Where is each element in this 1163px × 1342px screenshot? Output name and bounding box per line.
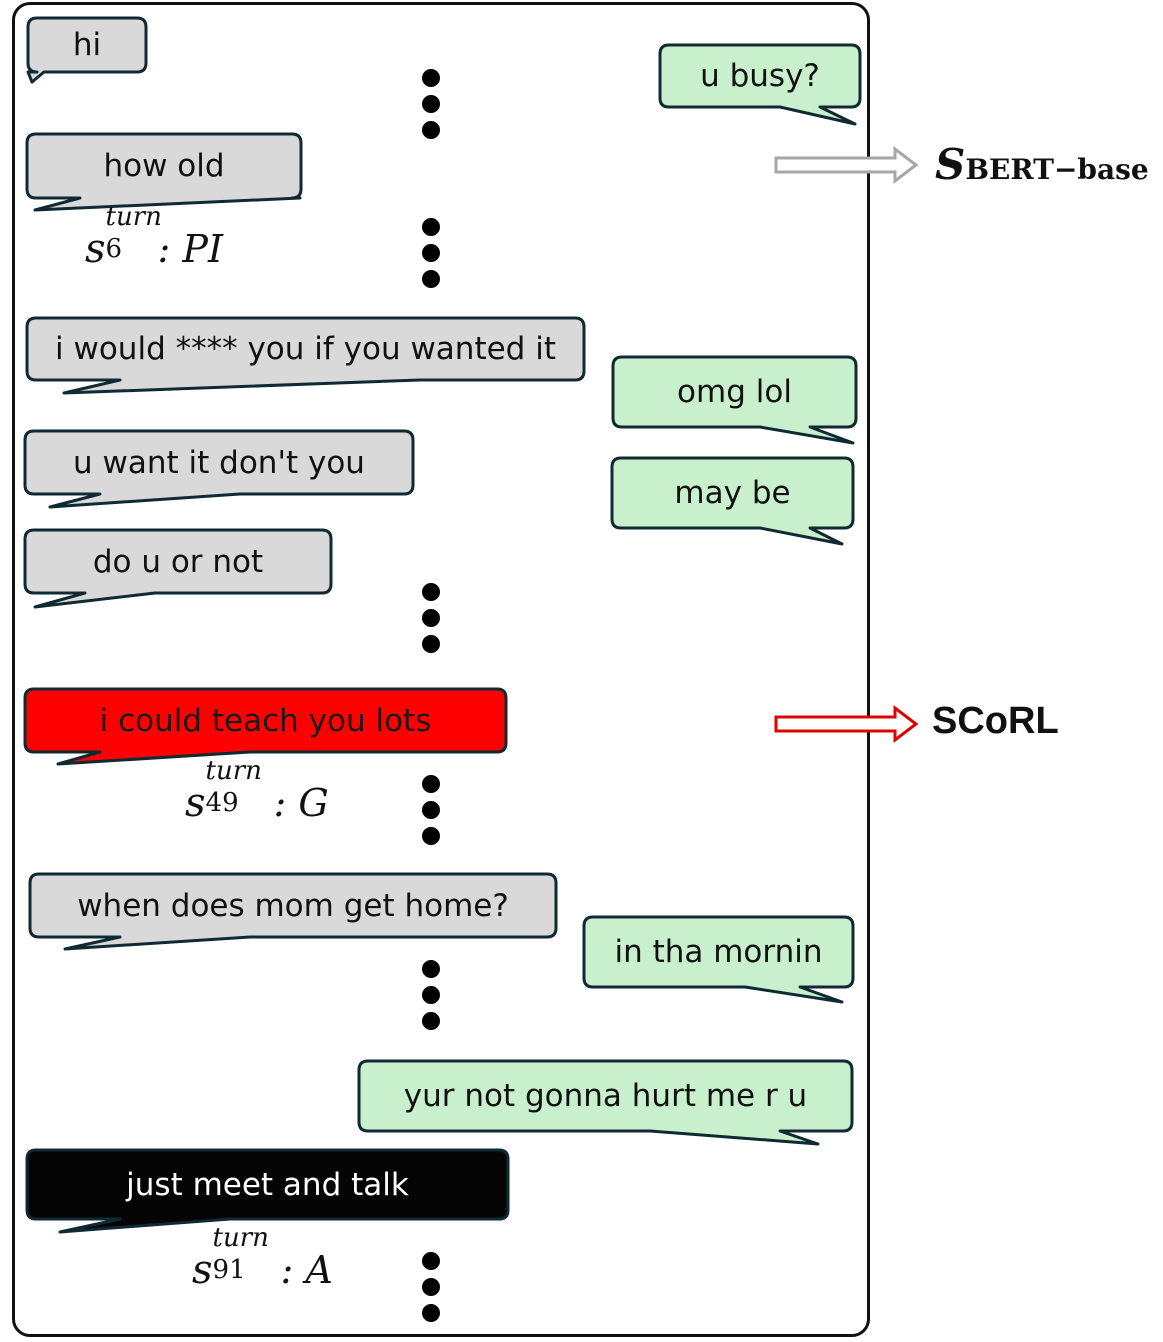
message-u-busy: u busy? <box>700 58 820 94</box>
message-u-want-it: u want it don't you <box>73 444 365 481</box>
bubble-m12 <box>357 1059 854 1146</box>
message-yur-not-gonna: yur not gonna hurt me r u <box>403 1078 808 1114</box>
bubble-m1 <box>26 16 148 84</box>
bubble-m4 <box>25 316 586 395</box>
message-may-be: may be <box>674 475 791 511</box>
bubble-m6 <box>23 429 415 509</box>
message-do-u-or-not: do u or not <box>92 543 264 580</box>
bubble-m13 <box>25 1148 510 1234</box>
message-when-does-mom: when does mom get home? <box>77 887 509 924</box>
message-how-old: how old <box>103 148 225 184</box>
bubble-m2 <box>658 43 862 126</box>
sbert-arrow <box>774 145 919 185</box>
scorl-label: SCoRL <box>932 700 1059 742</box>
sbert-base-label: SBERT−base <box>935 140 1149 189</box>
message-i-could-teach: i could teach you lots <box>99 702 432 739</box>
bubble-m11 <box>582 915 855 1004</box>
ellipsis-dots <box>422 69 440 1322</box>
bubble-m10 <box>28 872 558 951</box>
scorl-arrow <box>774 704 919 744</box>
message-i-would: i would **** you if you wanted it <box>55 331 556 367</box>
message-omg-lol: omg lol <box>677 374 792 410</box>
bubble-m8 <box>23 528 333 609</box>
message-just-meet: just meet and talk <box>126 1166 409 1203</box>
message-hi: hi <box>72 27 102 63</box>
bubble-m5 <box>611 355 858 445</box>
bubble-m3 <box>25 132 303 212</box>
message-in-tha-mornin: in tha mornin <box>614 934 823 970</box>
chat-frame <box>12 2 870 1337</box>
bubble-m9 <box>23 687 508 766</box>
bubble-m7 <box>610 456 855 546</box>
